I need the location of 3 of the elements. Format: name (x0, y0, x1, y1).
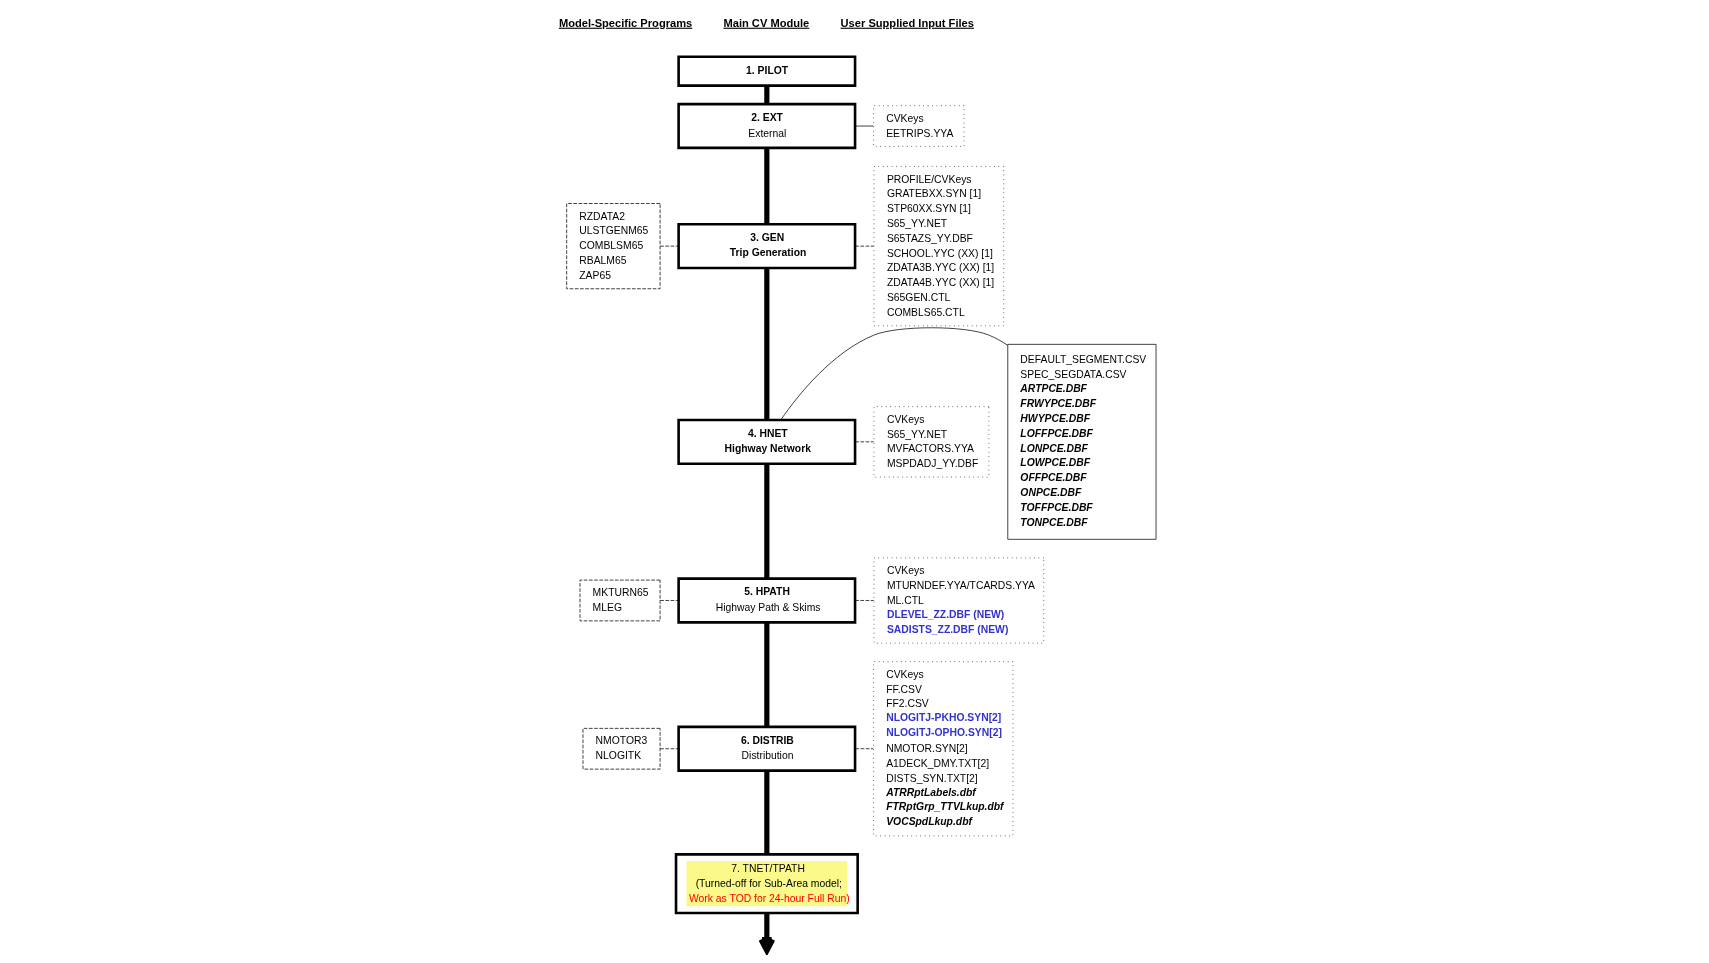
label: User Supplied Input Files (840, 16, 974, 29)
label: Main CV Module (723, 16, 810, 29)
label: Model-Specific Programs (558, 16, 693, 29)
